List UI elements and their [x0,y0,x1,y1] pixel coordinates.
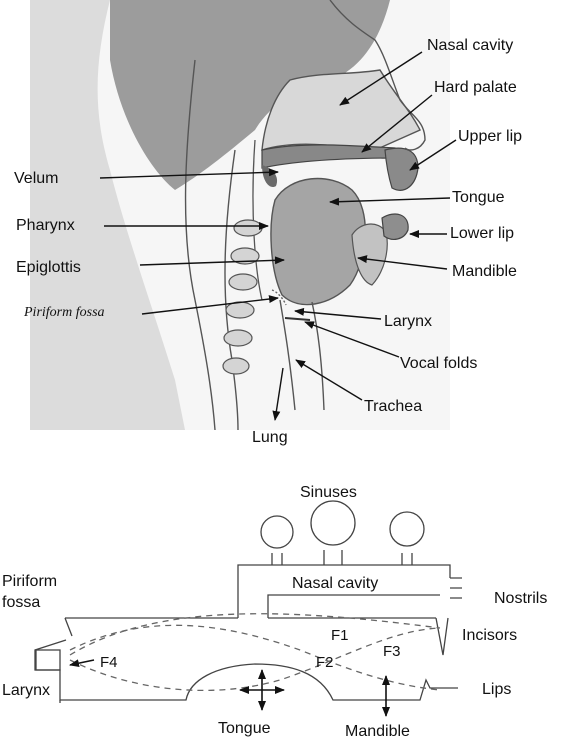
label-velum: Velum [14,170,58,187]
label-f3: F3 [383,643,401,660]
label-f2: F2 [316,654,334,671]
sinus-right [390,512,424,546]
label-incisors: Incisors [462,627,517,644]
label-larynx: Larynx [384,313,432,330]
bottom-labels: Sinuses Nasal cavity Piriform fossa Nost… [2,484,547,740]
label-upper-lip: Upper lip [458,128,522,145]
label-nasal-cavity-tube: Nasal cavity [292,575,378,592]
label-vocal-folds: Vocal folds [400,355,477,372]
label-sinuses: Sinuses [300,484,357,501]
label-nostrils: Nostrils [494,590,547,607]
label-tongue-tube: Tongue [218,720,271,737]
sinus-right-stem [402,553,412,565]
label-trachea: Trachea [364,398,422,415]
label-lips: Lips [482,681,511,698]
label-lower-lip: Lower lip [450,225,514,242]
label-lung: Lung [252,429,288,446]
label-pharynx: Pharynx [16,217,75,234]
sagittal-head-illustration [30,0,450,430]
label-piriform-line1: Piriform [2,573,57,590]
label-hard-palate: Hard palate [434,79,517,96]
label-mandible-tube: Mandible [345,723,410,740]
label-f4: F4 [100,654,118,671]
label-f1: F1 [331,627,349,644]
label-mandible: Mandible [452,263,517,280]
label-tongue: Tongue [452,189,505,206]
vocal-tract-tube-model [35,501,462,716]
sinus-middle-stem [324,550,342,565]
sinus-left-stem [272,553,282,565]
label-piriform-line2: fossa [2,594,40,611]
label-nasal-cavity: Nasal cavity [427,37,513,54]
sinus-left [261,516,293,548]
label-larynx-tube: Larynx [2,682,50,699]
label-epiglottis: Epiglottis [16,259,81,276]
sinus-middle [311,501,355,545]
label-piriform-fossa: Piriform fossa [23,305,105,320]
